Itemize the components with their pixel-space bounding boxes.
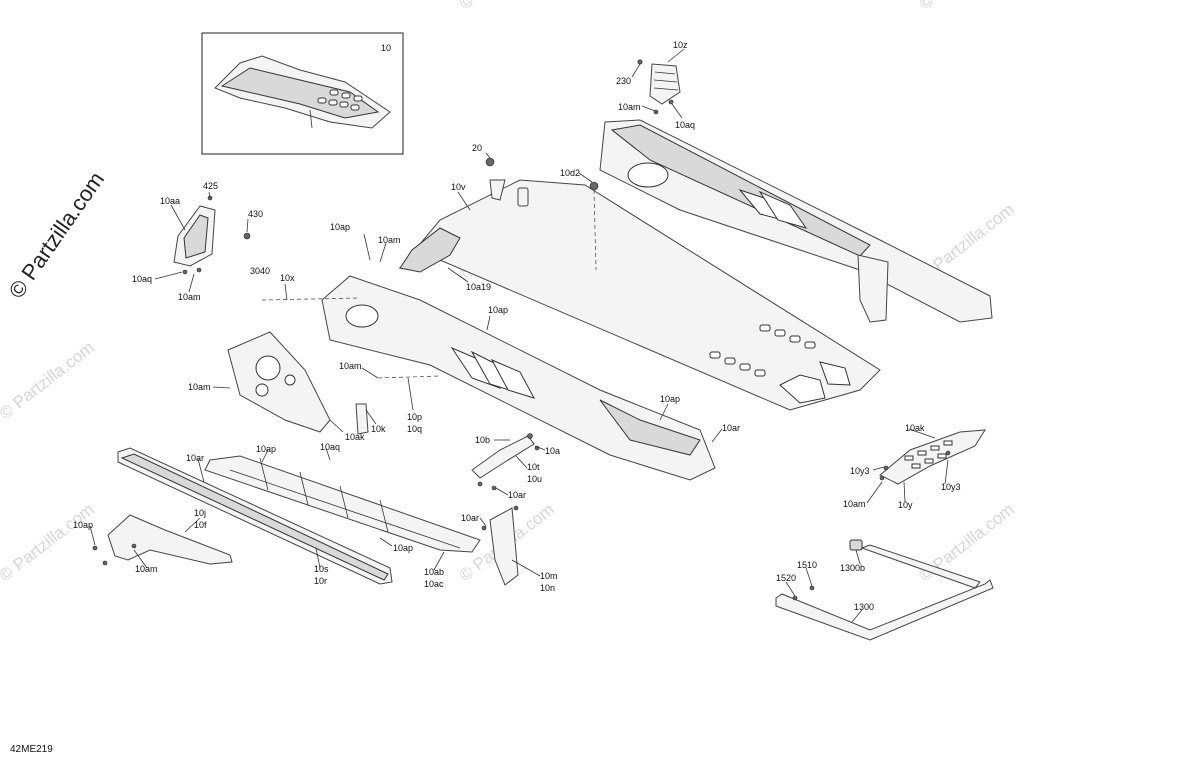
figure-id: 42ME219 (10, 744, 53, 755)
callout-10k: 10k (371, 424, 386, 434)
callout-1510: 1510 (797, 560, 817, 570)
callout-10ar: 10ar (461, 513, 479, 523)
callout-10r: 10r (314, 576, 327, 586)
callout-10am: 10am (618, 102, 641, 112)
tunnel-vent-slots (709, 324, 851, 404)
callout-10z: 10z (673, 40, 688, 50)
callout-20: 20 (472, 143, 482, 153)
watermark-text: © Partzilla.com (0, 338, 98, 424)
callout-10aq: 10aq (132, 274, 152, 284)
callout-425: 425 (203, 181, 218, 191)
copyright-text: © Partzilla.com (4, 167, 110, 303)
part-left-side-rail (321, 275, 716, 481)
callout-10n: 10n (540, 583, 555, 593)
part-10aa-bracket (173, 195, 251, 275)
callout-1300b: 1300b (840, 563, 865, 573)
callout-1300: 1300 (854, 602, 874, 612)
callout-10t: 10t (527, 462, 540, 472)
callout-230: 230 (616, 76, 631, 86)
part-10y-footrest (879, 429, 986, 485)
part-10ab-rail (204, 455, 481, 553)
part-10v-tunnel (398, 157, 881, 411)
callout-10ak: 10ak (905, 423, 925, 433)
callout-10m: 10m (540, 571, 558, 581)
footrest-slots (904, 440, 953, 469)
callout-10a: 10a (545, 446, 560, 456)
part-10m-bracket (481, 505, 519, 586)
callout-10am: 10am (843, 499, 866, 509)
callout-labels: 10z 230 10am 10aq 20 10d2 10v 425 10aa 4… (73, 40, 961, 612)
callout-10ab: 10ab (424, 567, 444, 577)
callout-10b: 10b (475, 435, 490, 445)
callout-10ap: 10ap (73, 520, 93, 530)
callout-10u: 10u (527, 474, 542, 484)
watermark-text: © Partzilla.com (0, 500, 98, 586)
part-1300-bumper (775, 539, 994, 641)
inset-slots (317, 89, 363, 111)
callout-3040: 3040 (250, 266, 270, 276)
callout-10f: 10f (194, 520, 207, 530)
part-10k-plate (227, 331, 369, 435)
callout-10y: 10y (898, 500, 913, 510)
inset-label: 10 (381, 43, 391, 53)
part-right-side-rail (599, 119, 993, 323)
callout-10d2: 10d2 (560, 168, 580, 178)
callout-10x: 10x (280, 273, 295, 283)
callout-10ap: 10ap (393, 543, 413, 553)
callout-10ap: 10ap (660, 394, 680, 404)
callout-10q: 10q (407, 424, 422, 434)
callout-10p: 10p (407, 412, 422, 422)
callout-10ar: 10ar (722, 423, 740, 433)
tunnel-inset-top (220, 67, 380, 119)
callout-1520: 1520 (776, 573, 796, 583)
callout-10ap: 10ap (256, 444, 276, 454)
inset-assembly-10: 10 (201, 32, 404, 155)
callout-10v: 10v (451, 182, 466, 192)
callout-10am: 10am (135, 564, 158, 574)
callout-10y3: 10y3 (941, 482, 961, 492)
callout-10am: 10am (339, 361, 362, 371)
watermark-text: © Partzilla.com (456, 0, 558, 13)
callout-10ak: 10ak (345, 432, 365, 442)
callout-10am: 10am (188, 382, 211, 392)
watermark-text: © Partzilla.com (916, 0, 1018, 13)
callout-10ap: 10ap (330, 222, 350, 232)
callout-10ap: 10ap (488, 305, 508, 315)
part-10s-running-board (117, 447, 393, 585)
callout-10aq: 10aq (320, 442, 340, 452)
callout-10s: 10s (314, 564, 329, 574)
callout-10aq: 10aq (675, 120, 695, 130)
part-10j-bracket (92, 514, 233, 566)
callout-10aa: 10aa (160, 196, 180, 206)
callout-10j: 10j (194, 508, 206, 518)
callout-10ar: 10ar (186, 453, 204, 463)
callout-430: 430 (248, 209, 263, 219)
callout-10am: 10am (178, 292, 201, 302)
callout-10y3: 10y3 (850, 466, 870, 476)
callout-10ar: 10ar (508, 490, 526, 500)
callout-10am: 10am (378, 235, 401, 245)
leader-lines (89, 48, 949, 623)
callout-10a19: 10a19 (466, 282, 491, 292)
callout-10ac: 10ac (424, 579, 444, 589)
